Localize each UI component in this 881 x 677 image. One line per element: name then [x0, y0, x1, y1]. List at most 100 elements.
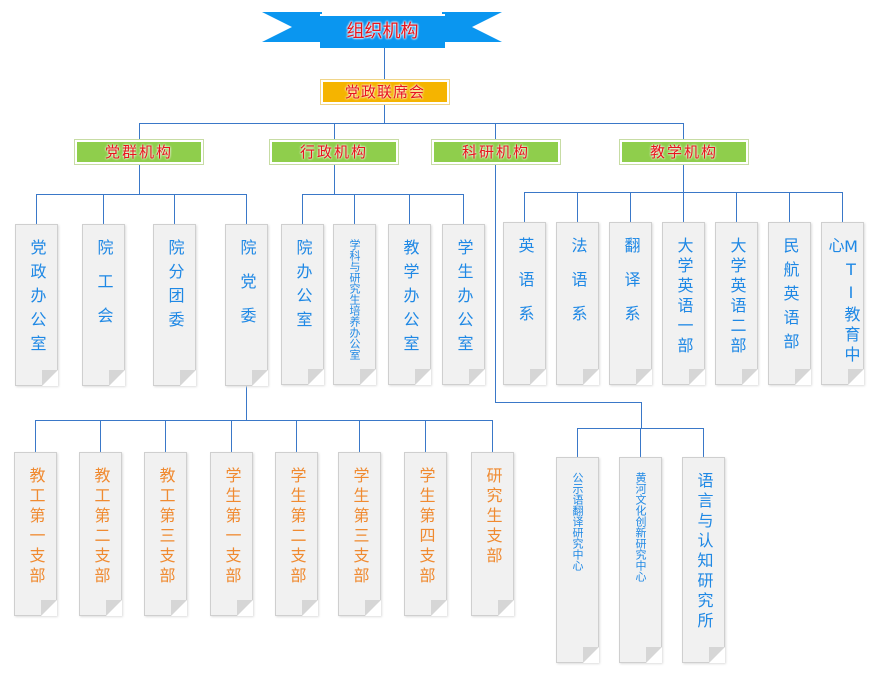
unit-label: 民航英语部	[780, 237, 800, 357]
unit-box: 党政办公室	[15, 224, 58, 386]
unit-box: 学科与研究生培养办公室	[333, 224, 376, 385]
unit-label: 语言与认知研究所	[694, 472, 714, 632]
connector-line	[139, 123, 140, 139]
unit-box: 学生第四支部	[404, 452, 447, 616]
connector-line	[641, 402, 642, 428]
connector-line	[789, 192, 790, 222]
connector-line	[140, 123, 684, 124]
unit-label: 院分团委	[165, 239, 185, 335]
unit-box: 研究生支部	[471, 452, 514, 616]
unit-box: 院分团委	[153, 224, 196, 386]
title-ribbon-icon	[262, 12, 502, 42]
connector-line	[640, 428, 641, 457]
unit-box: 学生第二支部	[275, 452, 318, 616]
connector-line	[495, 123, 496, 139]
connector-line	[296, 420, 297, 452]
unit-label: 大学英语二部	[727, 237, 747, 357]
connector-line	[384, 48, 385, 79]
connector-line	[842, 192, 843, 222]
connector-line	[495, 402, 642, 403]
unit-label: 学生第二支部	[287, 467, 307, 587]
unit-box: 民航英语部	[768, 222, 811, 385]
connector-line	[524, 192, 525, 222]
unit-box: 学生第三支部	[338, 452, 381, 616]
unit-label: 英语系	[515, 237, 535, 339]
unit-box: 教学办公室	[388, 224, 431, 385]
category-1: 行政机构	[269, 139, 399, 165]
unit-label: 翻译系	[621, 237, 641, 339]
connector-line	[103, 194, 104, 224]
unit-label: 教工第二支部	[91, 467, 111, 587]
connector-line	[354, 194, 355, 224]
unit-label: 学科与研究生培养办公室	[348, 239, 361, 360]
connector-line	[409, 194, 410, 224]
unit-box: 大学英语一部	[662, 222, 705, 385]
connector-line	[165, 420, 166, 452]
title-text: 组织机构	[346, 21, 419, 42]
unit-box: 院工会	[82, 224, 125, 386]
connector-line	[246, 386, 247, 420]
unit-box: 法语系	[556, 222, 599, 385]
unit-box: 黄河文化创新研究中心	[619, 457, 662, 663]
connector-line	[384, 105, 385, 123]
unit-box: 教工第一支部	[14, 452, 57, 616]
connector-line	[100, 420, 101, 452]
unit-label: 学生第三支部	[350, 467, 370, 587]
unit-box: 语言与认知研究所	[682, 457, 725, 663]
unit-box: 翻译系	[609, 222, 652, 385]
connector-line	[463, 194, 464, 224]
unit-label: 教工第三支部	[156, 467, 176, 587]
connector-line	[736, 192, 737, 222]
unit-box: 公示语翻译研究中心	[556, 457, 599, 663]
unit-label: 大学英语一部	[674, 237, 694, 357]
unit-box: 大学英语二部	[715, 222, 758, 385]
unit-box: 教工第三支部	[144, 452, 187, 616]
connector-line	[139, 165, 140, 194]
connector-line	[425, 420, 426, 452]
unit-label: 公示语翻译研究中心	[571, 472, 584, 571]
connector-line	[36, 194, 37, 224]
connector-line	[35, 420, 493, 421]
unit-label: MTI教育中心	[825, 237, 861, 366]
connector-line	[495, 165, 496, 402]
unit-label: 学生第四支部	[416, 467, 436, 587]
connector-line	[683, 165, 684, 192]
connector-line	[577, 192, 578, 222]
unit-label: 院工会	[94, 239, 114, 341]
unit-label: 教工第一支部	[26, 467, 46, 587]
connector-line	[174, 194, 175, 224]
unit-label: 黄河文化创新研究中心	[634, 472, 647, 582]
connector-line	[334, 123, 335, 139]
unit-box: 学生办公室	[442, 224, 485, 385]
connector-line	[359, 420, 360, 452]
connector-line	[231, 420, 232, 452]
unit-label: 学生第一支部	[222, 467, 242, 587]
unit-box: 教工第二支部	[79, 452, 122, 616]
connector-line	[302, 194, 303, 224]
connector-line	[577, 428, 578, 457]
connector-line	[302, 194, 464, 195]
category-3: 教学机构	[619, 139, 749, 165]
connector-line	[703, 428, 704, 457]
category-2: 科研机构	[431, 139, 561, 165]
unit-label: 院党委	[237, 239, 257, 341]
unit-box: 院办公室	[281, 224, 324, 385]
unit-label: 学生办公室	[454, 239, 474, 359]
connector-line	[334, 165, 335, 194]
unit-label: 法语系	[568, 237, 588, 339]
unit-label: 研究生支部	[483, 467, 503, 567]
unit-label: 党政办公室	[27, 239, 47, 359]
category-0: 党群机构	[74, 139, 204, 165]
unit-label: 教学办公室	[400, 239, 420, 359]
title-banner: 组织机构	[320, 14, 445, 48]
unit-label: 院办公室	[293, 239, 313, 335]
council-box: 党政联席会	[320, 79, 450, 105]
connector-line	[36, 194, 247, 195]
connector-line	[630, 192, 631, 222]
connector-line	[35, 420, 36, 452]
unit-box: 学生第一支部	[210, 452, 253, 616]
connector-line	[683, 192, 684, 222]
connector-line	[246, 194, 247, 224]
unit-box: MTI教育中心	[821, 222, 864, 385]
